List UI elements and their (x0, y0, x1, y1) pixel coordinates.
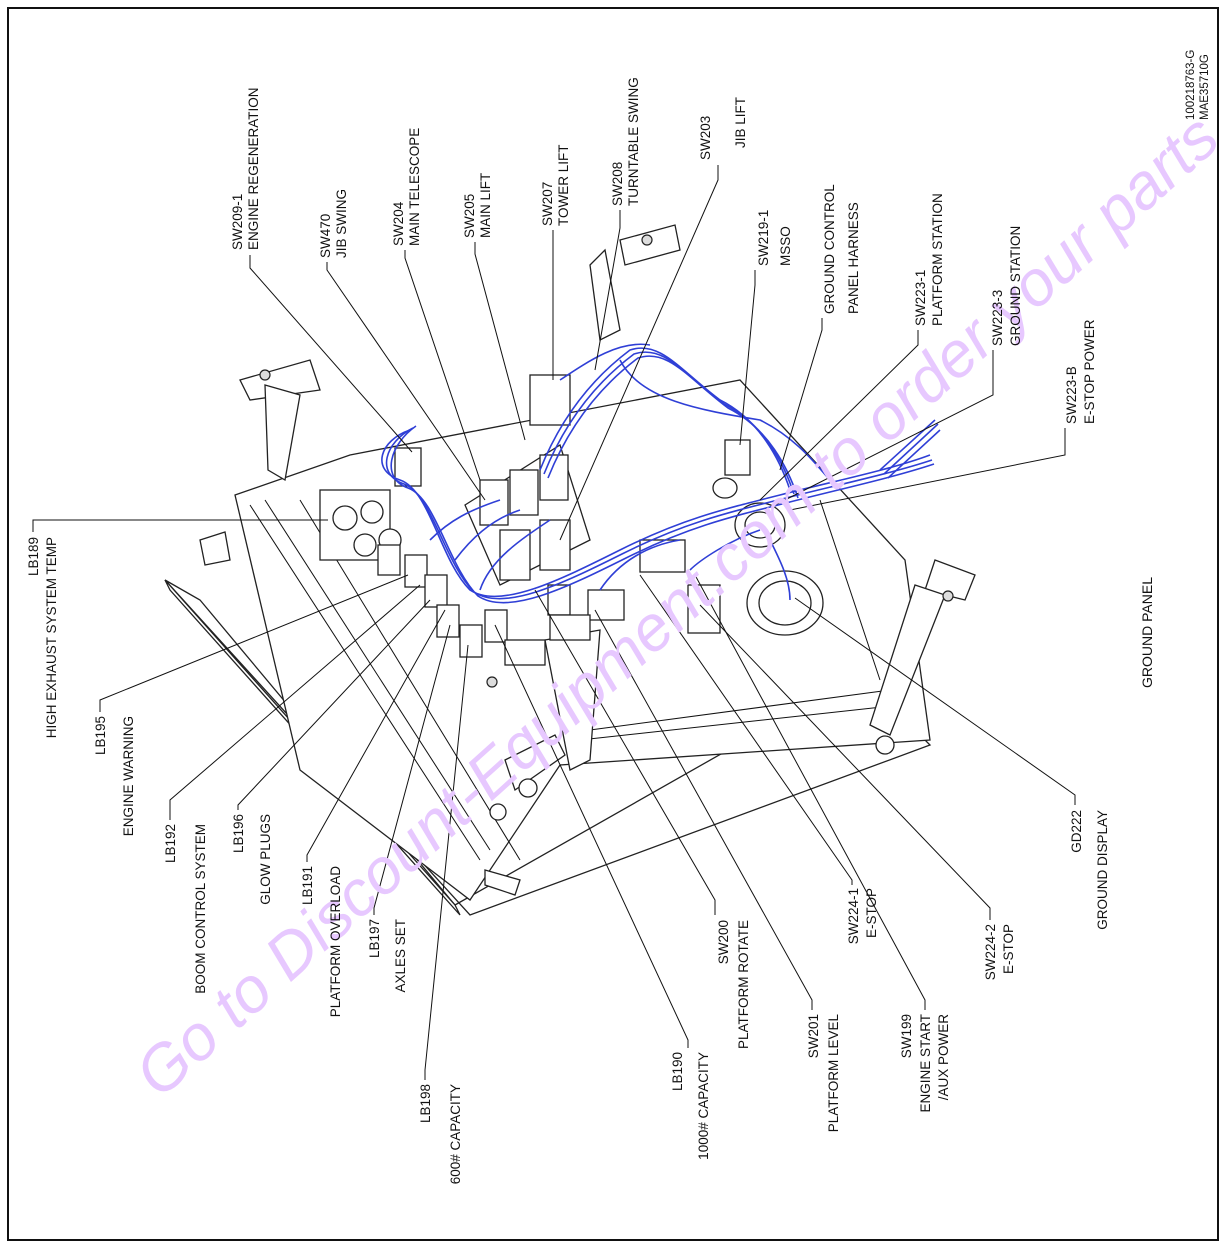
callout-desc: TOWER LIFT (556, 144, 571, 226)
callout-code: SW200 (716, 920, 731, 964)
callout-desc: AXLES SET (393, 919, 408, 993)
panel-title: GROUND PANEL (1139, 577, 1155, 688)
callout-code: SW209-1 (230, 194, 245, 250)
callout-lb197: LB197 AXLES SET (367, 919, 408, 993)
callout-desc: GROUND STATION (1008, 226, 1023, 346)
callout-code: LB198 (418, 1084, 433, 1123)
callout-gd222: GD222 GROUND DISPLAY (1069, 810, 1110, 930)
callout-desc: E-STOP (1001, 924, 1016, 974)
callout-desc: 1000# CAPACITY (696, 1052, 711, 1160)
callout-desc2: /AUX POWER (936, 1014, 951, 1101)
callout-desc: ENGINE START (918, 1014, 933, 1113)
callout-code: SW208 (610, 162, 625, 206)
page-border (7, 7, 1219, 1241)
callout-lb189: LB189 HIGH EXHAUST SYSTEM TEMP (26, 537, 59, 738)
callout-desc: JIB LIFT (733, 97, 748, 148)
callout-sw224-2: SW224-2 E-STOP (983, 924, 1016, 980)
callout-desc: ENGINE WARNING (121, 716, 136, 836)
callout-desc: PLATFORM STATION (930, 193, 945, 326)
callout-code: LB189 (26, 537, 41, 576)
callout-sw223-1: SW223-1 PLATFORM STATION (913, 193, 945, 326)
callout-lb195: LB195 ENGINE WARNING (93, 716, 136, 836)
callout-desc: JIB SWING (334, 189, 349, 258)
callout-code: LB195 (93, 716, 108, 755)
callout-code: SW199 (899, 1014, 914, 1058)
callout-desc: MAIN LIFT (478, 173, 493, 238)
callout-code: LB196 (231, 814, 246, 853)
callout-sw224-1: SW224-1 E-STOP (846, 888, 879, 944)
callout-sw219-1: SW219-1 MSSO (756, 210, 793, 266)
callout-lb192: LB192 BOOM CONTROL SYSTEM (163, 824, 208, 994)
callout-code: SW223-B (1064, 366, 1079, 424)
callout-code: LB197 (367, 919, 382, 958)
callout-desc: BOOM CONTROL SYSTEM (193, 824, 208, 994)
callout-sw204: SW204 MAIN TELESCOPE (391, 128, 422, 246)
callout-sw207: SW207 TOWER LIFT (540, 144, 571, 226)
callout-lb190: LB190 1000# CAPACITY (670, 1052, 711, 1160)
callout-code: LB192 (163, 824, 178, 863)
callout-lb196: LB196 GLOW PLUGS (231, 814, 273, 905)
callout-desc: ENGINE REGENERATION (246, 87, 261, 250)
callout-code: SW204 (391, 201, 406, 246)
callout-desc: TURNTABLE SWING (626, 77, 641, 206)
callout-sw209-1: SW209-1 ENGINE REGENERATION (230, 87, 261, 250)
callout-desc: 600# CAPACITY (448, 1084, 463, 1184)
callout-code: SW224-2 (983, 924, 998, 980)
callout-sw201: SW201 PLATFORM LEVEL (806, 1014, 841, 1133)
callout-sw223-3: SW223-3 GROUND STATION (990, 226, 1023, 346)
callout-desc: PANEL HARNESS (846, 202, 861, 314)
callout-code: SW205 (462, 194, 477, 238)
callout-sw203: SW203 JIB LIFT (698, 97, 748, 160)
callout-desc: PLATFORM LEVEL (826, 1014, 841, 1133)
callout-desc: GROUND DISPLAY (1095, 810, 1110, 930)
callout-desc: MSSO (778, 226, 793, 266)
callout-desc: PLATFORM ROTATE (736, 920, 751, 1049)
callout-code: SW224-1 (846, 888, 861, 944)
callout-desc: MAIN TELESCOPE (407, 128, 422, 246)
callout-lb191: LB191 PLATFORM OVERLOAD (300, 866, 343, 1018)
part-number-2: MAE35710G (1199, 54, 1211, 120)
callout-desc: PLATFORM OVERLOAD (328, 866, 343, 1018)
callout-code: SW470 (318, 214, 333, 258)
leader-lines (32, 165, 1076, 1080)
callout-code: GD222 (1069, 810, 1084, 853)
callout-sw199: SW199 ENGINE START /AUX POWER (899, 1014, 951, 1113)
callout-code: SW223-1 (913, 270, 928, 326)
callout-desc: GLOW PLUGS (258, 814, 273, 905)
callout-desc: HIGH EXHAUST SYSTEM TEMP (44, 537, 59, 738)
callout-code: GROUND CONTROL (822, 184, 837, 314)
callout-sw200: SW200 PLATFORM ROTATE (716, 920, 751, 1049)
callout-sw470: SW470 JIB SWING (318, 189, 349, 258)
callout-desc: E-STOP (864, 888, 879, 938)
callout-ground-control-harness: GROUND CONTROL PANEL HARNESS (822, 184, 861, 314)
callout-code: LB191 (300, 866, 315, 905)
callout-code: SW223-3 (990, 290, 1005, 346)
part-number-1: 100218763-G (1185, 50, 1197, 120)
callout-code: SW203 (698, 116, 713, 160)
wire-harness (381, 343, 941, 604)
callout-desc: E-STOP POWER (1082, 319, 1097, 424)
callout-code: LB190 (670, 1052, 685, 1091)
callout-code: SW219-1 (756, 210, 771, 266)
callout-sw223-b: SW223-B E-STOP POWER (1064, 319, 1097, 424)
callout-code: SW201 (806, 1014, 821, 1058)
callout-sw205: SW205 MAIN LIFT (462, 173, 493, 238)
callout-lb198: LB198 600# CAPACITY (418, 1084, 463, 1184)
callout-code: SW207 (540, 182, 555, 226)
panel-illustration (164, 224, 976, 916)
callout-sw208: SW208 TURNTABLE SWING (610, 77, 641, 206)
